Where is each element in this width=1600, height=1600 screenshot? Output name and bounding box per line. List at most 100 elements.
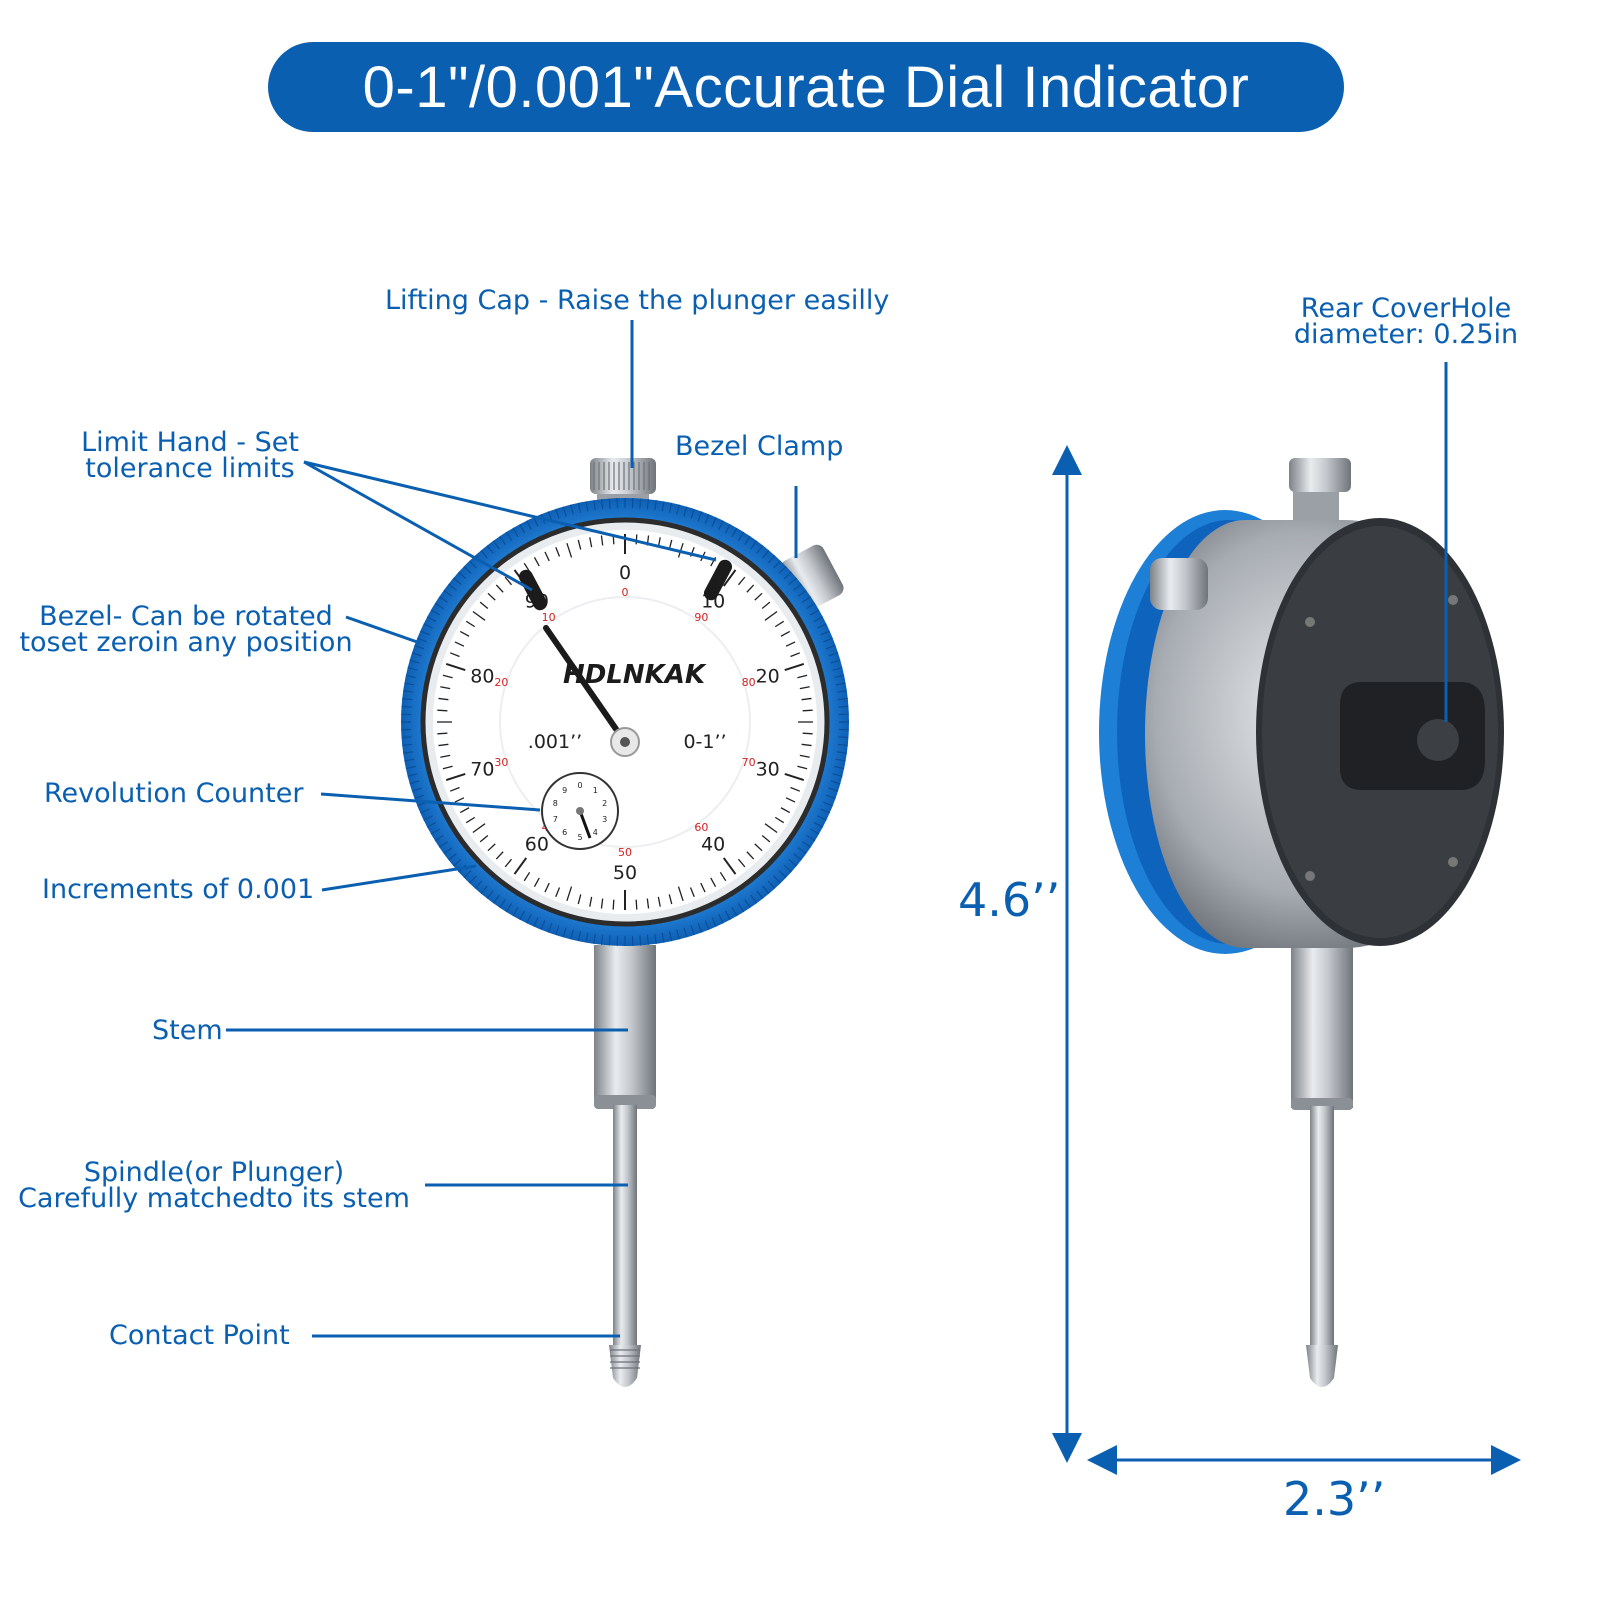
counter-number: 4 [593,828,598,837]
knurl-line [697,511,703,522]
knurl-line [668,502,673,513]
knurl-line [750,894,758,904]
graduation-tick [566,886,573,901]
leader-revolution-counter [320,792,541,812]
knurl-line [683,506,688,517]
knurl-line [810,828,820,835]
width-dimension: 2.3’’ [1283,1472,1386,1526]
graduation-tick [438,697,449,701]
graduation-tick [600,898,604,909]
counter-number: 0 [577,781,582,790]
side-lifting-cap [1289,458,1351,527]
knurl-line [820,630,830,636]
knurl-line [409,780,420,785]
knurl-line [676,504,680,515]
knurl-line [756,545,764,554]
dial-number-black: 30 [756,758,780,780]
knurl-line [426,616,437,623]
height-dimension: 4.6’’ [958,873,1061,927]
graduation-tick [784,772,805,782]
counter-number: 8 [553,799,558,808]
knurl-line [806,834,816,842]
knurl-line [407,667,418,671]
graduation-tick [544,551,550,562]
knurl-line [453,577,462,585]
rear-cover-hole [1417,719,1459,761]
knurl-line [825,644,836,650]
graduation-tick [445,662,466,672]
graduation-tick [677,886,684,901]
knurl-line [499,899,506,909]
knurl-line [463,870,472,879]
dial-number-red: 20 [494,676,508,689]
counter-number: 3 [602,815,607,824]
knurl-line [813,616,824,623]
graduation-tick [437,709,448,712]
knurl-line [423,815,433,821]
graduation-tick [459,807,470,814]
label-spindle-line1: Spindle(or Plunger) [83,1157,345,1188]
knurl-line [756,890,764,899]
leader-limit-hand-right [303,460,717,562]
leader-bezel [345,615,421,645]
knurl-line [690,925,695,936]
knurl-line [639,498,642,509]
graduation-tick [454,641,465,647]
graduation-tick [754,592,763,601]
knurl-line [835,758,846,762]
knurl-line [797,589,807,597]
knurl-line [405,765,416,770]
dial-number-black: 20 [756,666,780,688]
knurl-line [661,501,665,512]
graduation-tick [445,772,466,782]
knurl-line [585,932,589,943]
knurl-line [773,560,782,569]
graduation-tick [577,894,582,905]
graduation-tick [442,765,453,770]
knurl-line [409,659,420,664]
graduation-tick [589,537,593,548]
graduation-tick [523,871,531,882]
knurl-line [423,623,433,629]
graduation-tick [533,877,540,888]
graduation-tick [465,620,476,628]
knurl-line [411,652,422,657]
label-increments: Increments of 0.001 [42,874,315,905]
knurl-line [512,907,519,917]
graduation-tick [479,601,489,610]
knurl-line [836,751,847,754]
counter-number: 5 [577,833,582,842]
contact-point-knurl [610,1349,640,1369]
knurl-line [480,885,488,894]
knurl-line [405,674,416,679]
dial-number-red: 0 [622,586,629,599]
knurl-line [526,520,532,530]
graduation-tick [449,786,460,792]
counter-number: 9 [562,786,567,795]
knurl-line [724,910,731,921]
knurl-line [806,602,816,610]
knurl-line [783,571,792,580]
graduation-tick [797,765,808,770]
knurl-line [577,502,582,513]
graduation-tick [784,662,805,672]
knurl-line [499,535,506,545]
graduation-tick [635,534,638,545]
graduation-tick [533,556,540,567]
knurl-line [486,890,494,899]
dial-range: 0-1’’ [683,731,726,753]
graduation-tick [774,620,785,628]
knurl-line [830,780,841,785]
label-bezel: Bezel- Can be rotated toset zeroin any p… [18,603,354,656]
knurl-line [802,596,812,603]
knurl-line [676,929,680,940]
knurl-line [403,690,414,693]
dial-number-black: 60 [525,833,549,855]
knurl-line [570,929,574,940]
knurl-line [426,821,437,828]
knurl-line [420,630,430,636]
knurl-line [813,821,824,828]
